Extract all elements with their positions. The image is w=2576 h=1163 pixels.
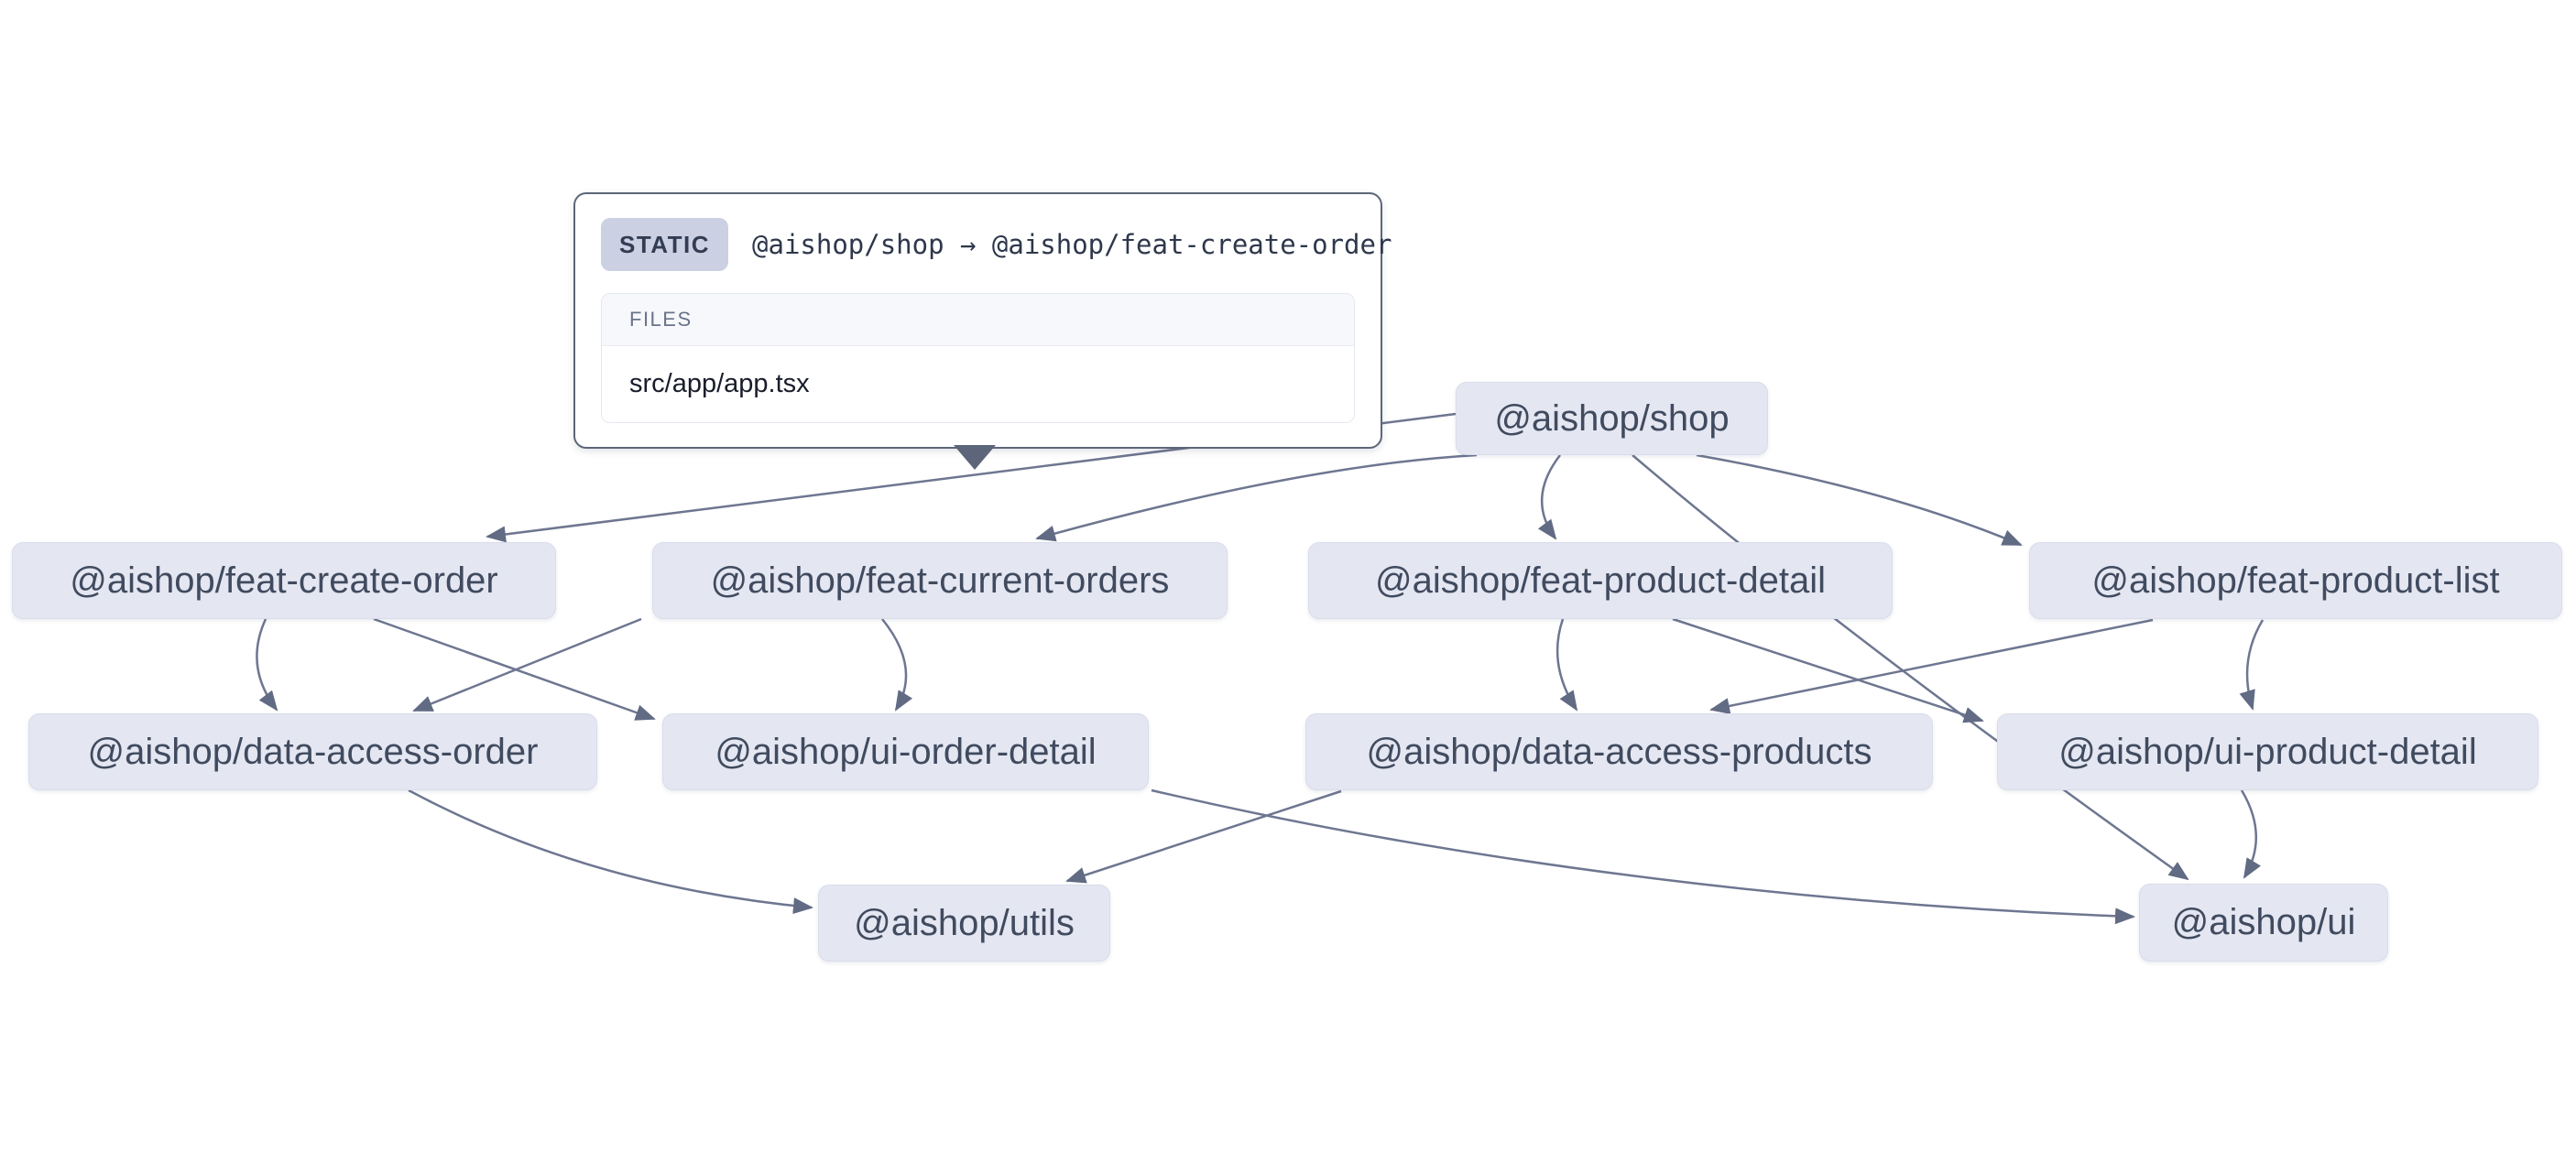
edge-@aishop/feat-product-detail->@aishop/data-access-products[interactable] [1555, 618, 1578, 712]
edge-@aishop/feat-current-orders->@aishop/data-access-order[interactable] [412, 617, 642, 712]
graph-node-feat-current-orders[interactable]: @aishop/feat-current-orders [652, 542, 1228, 619]
edge-@aishop/ui-order-detail->@aishop/ui[interactable] [1151, 788, 2135, 925]
edge-tooltip: STATIC @aishop/shop → @aishop/feat-creat… [573, 192, 1392, 470]
edge-@aishop/feat-product-list->@aishop/ui-product-detail[interactable] [2239, 619, 2265, 711]
edge-@aishop/shop->@aishop/ui[interactable] [1632, 454, 2189, 881]
edge-tooltip-title: @aishop/shop → @aishop/feat-create-order [752, 229, 1392, 260]
edge-@aishop/shop->@aishop/feat-current-orders[interactable] [1035, 453, 1478, 542]
graph-node-feat-product-list[interactable]: @aishop/feat-product-list [2029, 542, 2562, 619]
graph-node-data-access-products[interactable]: @aishop/data-access-products [1305, 713, 1933, 790]
graph-node-shop[interactable]: @aishop/shop [1456, 382, 1768, 455]
edge-@aishop/shop->@aishop/feat-product-list[interactable] [1696, 453, 2023, 547]
graph-node-utils[interactable]: @aishop/utils [818, 885, 1110, 962]
edge-files-header: FILES [602, 294, 1354, 346]
graph-node-ui-product-detail[interactable]: @aishop/ui-product-detail [1997, 713, 2538, 790]
edge-@aishop/feat-create-order->@aishop/data-access-order[interactable] [256, 618, 278, 712]
graph-node-feat-product-detail[interactable]: @aishop/feat-product-detail [1308, 542, 1893, 619]
edge-type-badge: STATIC [601, 218, 729, 271]
edge-@aishop/shop->@aishop/feat-product-detail[interactable] [1537, 454, 1561, 540]
graph-node-ui-order-detail[interactable]: @aishop/ui-order-detail [662, 713, 1149, 790]
edge-@aishop/feat-product-detail->@aishop/ui-product-detail[interactable] [1672, 617, 1984, 723]
edge-@aishop/data-access-order->@aishop/utils[interactable] [408, 788, 813, 915]
tooltip-pointer-icon [954, 445, 996, 470]
edge-files-box: FILES src/app/app.tsx [601, 293, 1355, 423]
edge-@aishop/feat-product-list->@aishop/data-access-products[interactable] [1709, 618, 2154, 714]
graph-node-ui[interactable]: @aishop/ui [2139, 884, 2388, 962]
edge-@aishop/feat-create-order->@aishop/ui-order-detail[interactable] [373, 617, 656, 721]
edge-file-entry: src/app/app.tsx [602, 346, 1354, 422]
edge-@aishop/feat-current-orders->@aishop/ui-order-detail[interactable] [881, 618, 913, 712]
graph-node-feat-create-order[interactable]: @aishop/feat-create-order [12, 542, 556, 619]
graph-node-data-access-order[interactable]: @aishop/data-access-order [28, 713, 597, 790]
edge-@aishop/ui-product-detail->@aishop/ui[interactable] [2240, 789, 2262, 879]
edge-@aishop/data-access-products->@aishop/utils[interactable] [1065, 789, 1342, 884]
edge-tooltip-header: STATIC @aishop/shop → @aishop/feat-creat… [601, 218, 1392, 271]
